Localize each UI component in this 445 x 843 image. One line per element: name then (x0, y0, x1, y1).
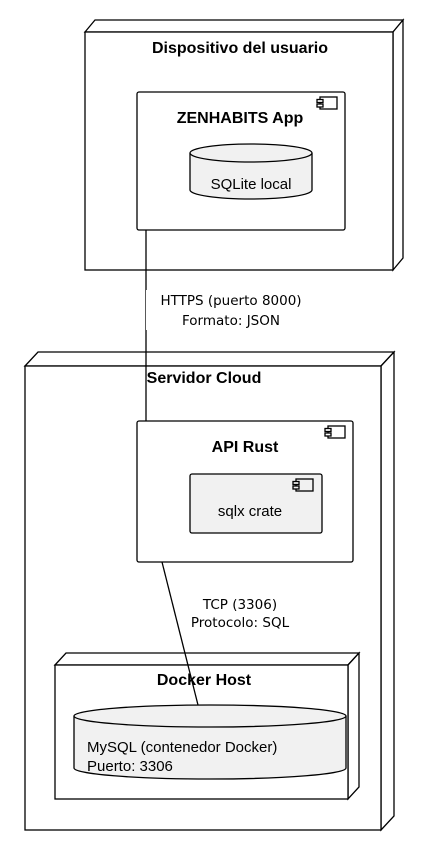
database-mysql[interactable]: MySQL (contenedor Docker) Puerto: 3306 (73, 704, 347, 780)
connection-label-api-mysql-line2: Protocolo: SQL (191, 615, 290, 631)
database-sqlite[interactable]: SQLite local (189, 143, 313, 200)
database-label-mysql-line1: MySQL (contenedor Docker) (87, 739, 277, 756)
component-title-app: ZENHABITS App (177, 110, 304, 127)
component-icon (292, 478, 314, 492)
component-title-sqlx: sqlx crate (218, 503, 282, 520)
node-title-cloud-server: Servidor Cloud (147, 370, 262, 387)
database-label-sqlite: SQLite local (211, 176, 292, 193)
component-sqlx-crate[interactable]: sqlx crate (189, 473, 323, 534)
connection-app-api[interactable]: HTTPS (puerto 8000) Formato: JSON (145, 230, 318, 421)
connection-label-app-api-line2: Formato: JSON (182, 313, 280, 329)
node-title-user-device: Dispositivo del usuario (152, 40, 328, 57)
component-title-api: API Rust (212, 439, 279, 456)
connection-api-mysql[interactable]: TCP (3306) Protocolo: SQL (161, 561, 298, 706)
component-icon (324, 425, 346, 439)
database-label-mysql-line2: Puerto: 3306 (87, 758, 173, 775)
connection-label-app-api-line1: HTTPS (puerto 8000) (160, 293, 301, 309)
node-title-docker-host: Docker Host (157, 672, 252, 689)
component-icon (316, 96, 338, 110)
connection-label-api-mysql-line1: TCP (3306) (202, 597, 277, 613)
